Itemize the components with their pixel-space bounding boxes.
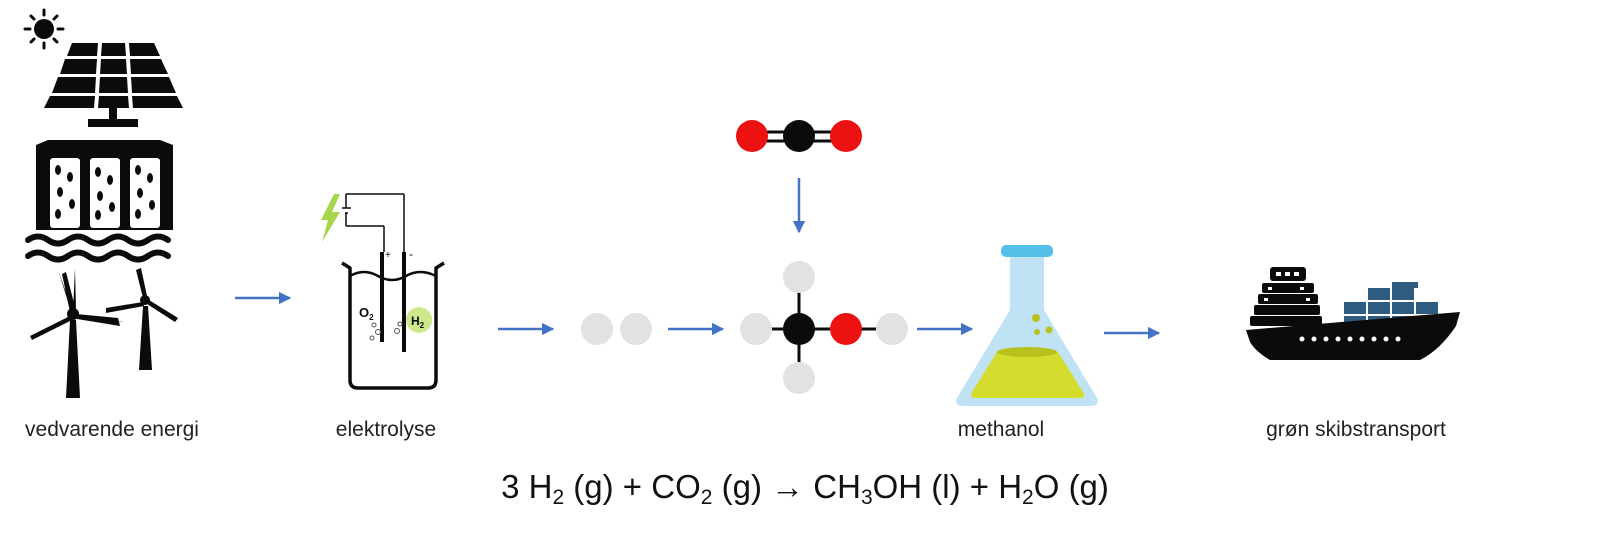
water-waves-icon (25, 233, 171, 263)
stage-label-electrolysis: elektrolyse (335, 418, 437, 441)
h2-molecule-icon (581, 313, 652, 345)
container-ship-icon (1246, 267, 1460, 360)
sun-icon (23, 8, 65, 50)
stage-label-green-shipping: grøn skibstransport (1266, 418, 1446, 441)
reaction-equation: 3 H2 (g) + CO2 (g) → CH3OH (l) + H2O (g) (501, 468, 1109, 509)
co2-molecule-icon (736, 120, 862, 152)
erlenmeyer-flask-icon (956, 245, 1098, 406)
svg-text:O2: O2 (359, 305, 374, 322)
wind-turbine-icon (30, 268, 178, 398)
electrolysis-beaker-icon: + - H2 O2 (341, 193, 445, 390)
svg-text:+: + (385, 250, 391, 261)
stage-label-renewable-energy: vedvarende energi (25, 418, 199, 441)
solar-panel-icon (44, 43, 183, 127)
svg-text:-: - (409, 247, 413, 261)
lightning-bolt-icon (321, 194, 340, 242)
svg-text:H2: H2 (411, 314, 425, 330)
methanol-molecule-icon (740, 261, 908, 394)
stage-label-methanol: methanol (957, 418, 1045, 441)
hydropower-dam-icon (36, 140, 173, 230)
